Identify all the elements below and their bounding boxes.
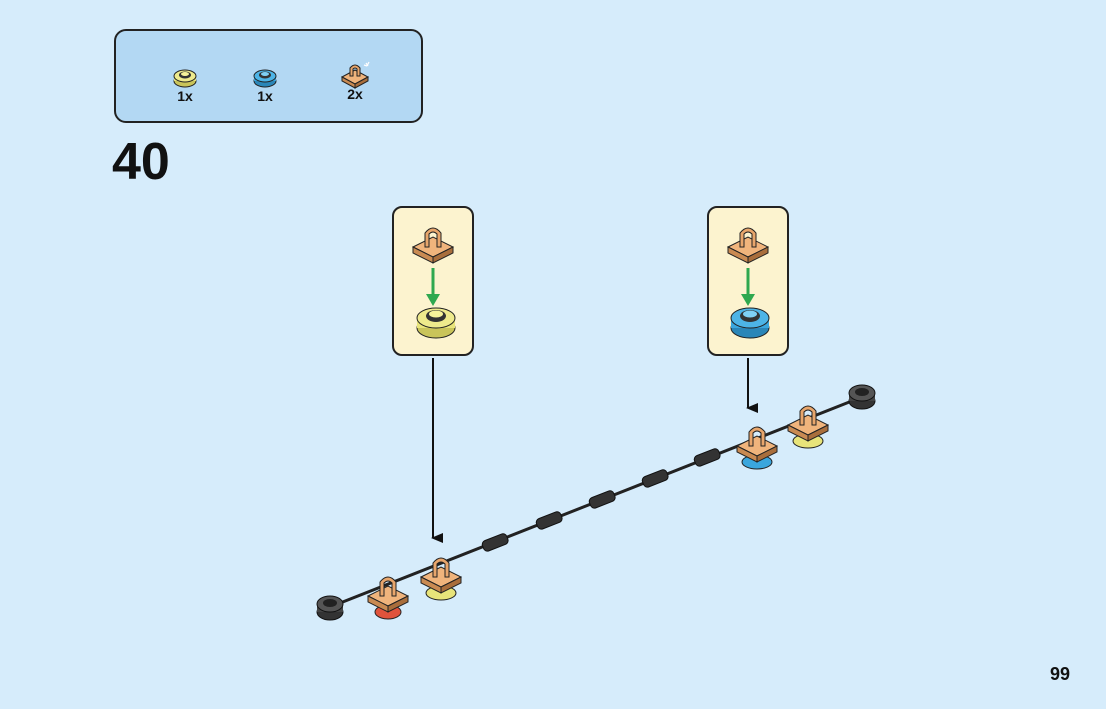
parts-list-item: 2x [338, 59, 372, 101]
parts-list-item: 1x [252, 67, 278, 103]
yellow-round-plate-icon [416, 307, 456, 339]
part-quantity: 1x [177, 88, 193, 104]
clip-assembly-yellow [787, 405, 829, 449]
end-cap-left [316, 595, 344, 621]
chain-assembly [316, 384, 876, 621]
blue-round-plate-icon [253, 69, 277, 88]
green-arrow-icon [741, 294, 755, 306]
page-number: 99 [1050, 664, 1071, 684]
yellow-round-plate-icon [173, 69, 197, 88]
callout-blue-contents [727, 227, 770, 339]
parts-list-box: 1x 1x 2x [114, 29, 423, 123]
parts-list-item: 1x [172, 67, 198, 103]
part-quantity: 1x [257, 88, 273, 104]
clip-assembly-red [367, 576, 409, 620]
clip-assembly-blue-new [736, 426, 778, 470]
part-quantity: 2x [347, 86, 363, 102]
blue-round-plate-icon [730, 307, 770, 339]
step-number: 40 [112, 133, 170, 191]
clip-assembly-yellow-new [420, 557, 462, 601]
green-arrow-icon [426, 294, 440, 306]
end-cap-right [848, 384, 876, 410]
callout-yellow-contents [412, 227, 456, 339]
tan-clip-plate-icon [340, 61, 370, 89]
